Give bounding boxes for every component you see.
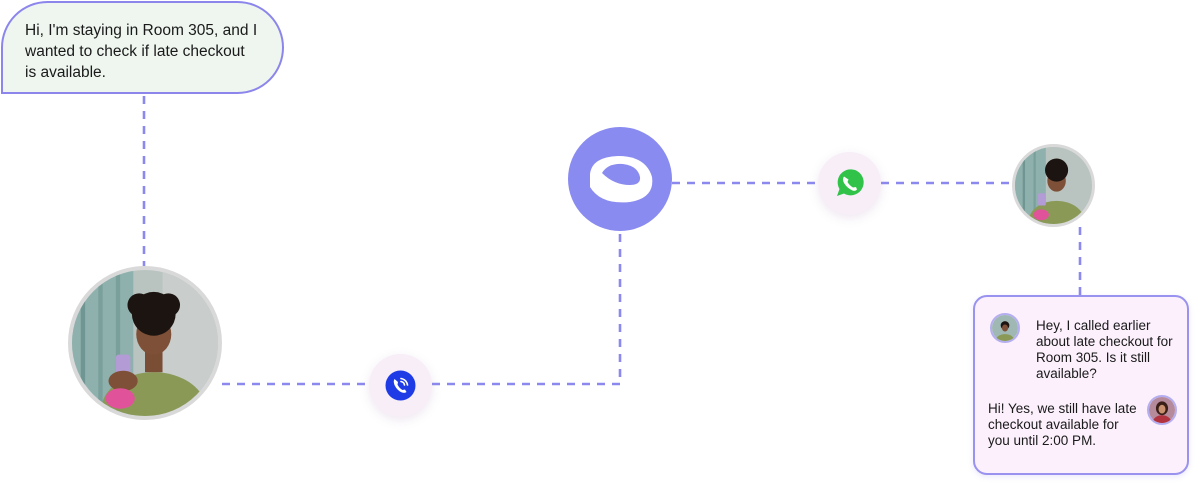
phone-call-icon	[385, 370, 416, 401]
guest-photo-small	[1012, 144, 1095, 227]
platform-logo-icon	[590, 156, 653, 203]
chat-conversation-panel: Hey, I called earlier about late checkou…	[973, 295, 1189, 475]
agent-chat-message: Hi! Yes, we still have late checkout ava…	[988, 401, 1137, 448]
guest-speech-bubble: Hi, I'm staying in Room 305, and I wante…	[1, 1, 284, 94]
agent-avatar	[1147, 395, 1177, 425]
guest-chat-message: Hey, I called earlier about late checkou…	[1036, 318, 1173, 381]
guest-speech-text: Hi, I'm staying in Room 305, and I wante…	[25, 22, 258, 81]
guest-photo	[68, 266, 222, 420]
whatsapp-badge[interactable]	[818, 152, 881, 215]
platform-hub	[568, 127, 672, 231]
whatsapp-icon	[837, 169, 864, 196]
connector-call-to-hub	[432, 231, 622, 386]
guest-avatar	[990, 313, 1020, 343]
phone-call-badge[interactable]	[369, 354, 432, 417]
